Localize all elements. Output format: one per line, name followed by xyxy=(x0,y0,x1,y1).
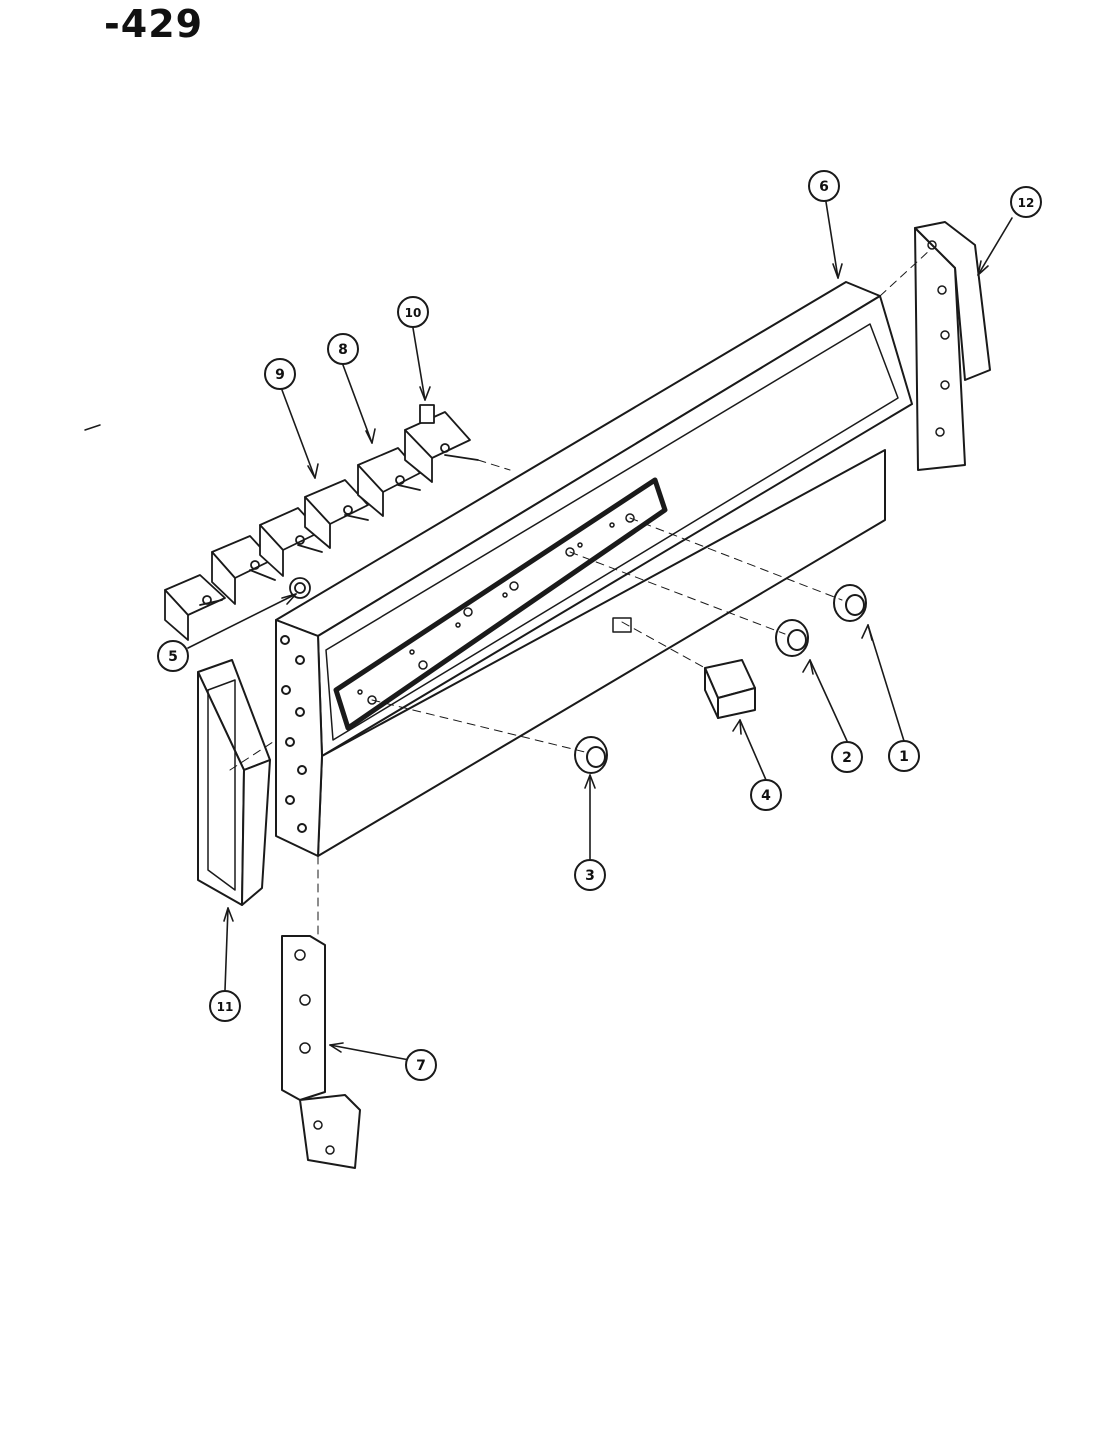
callout-5: 5 xyxy=(157,640,189,672)
svg-text:1: 1 xyxy=(899,749,909,765)
svg-text:12: 12 xyxy=(1018,196,1035,210)
switch-4 xyxy=(304,479,369,549)
svg-text:10: 10 xyxy=(405,306,422,320)
knob-3 xyxy=(574,736,608,774)
svg-text:6: 6 xyxy=(819,179,829,195)
callout-7: 7 xyxy=(405,1049,437,1081)
rocker-switch xyxy=(704,659,756,719)
end-cap-right xyxy=(914,221,991,471)
callout-11: 11 xyxy=(209,990,241,1022)
svg-text:4: 4 xyxy=(761,788,771,804)
knob-1 xyxy=(833,584,867,622)
control-panel xyxy=(275,281,913,857)
switch-10 xyxy=(404,404,479,483)
svg-text:2: 2 xyxy=(842,750,852,766)
callout-6: 6 xyxy=(808,170,840,202)
svg-text:8: 8 xyxy=(338,342,348,358)
callout-1: 1 xyxy=(888,740,920,772)
svg-text:9: 9 xyxy=(275,367,285,383)
callout-10: 10 xyxy=(397,296,429,328)
knob-2 xyxy=(775,619,809,657)
svg-text:3: 3 xyxy=(585,868,595,884)
callout-12: 12 xyxy=(1010,186,1042,218)
callout-9: 9 xyxy=(264,358,296,390)
page-title: -429 xyxy=(104,2,204,46)
svg-text:5: 5 xyxy=(168,649,178,665)
callout-2: 2 xyxy=(831,741,863,773)
end-cap-left xyxy=(197,659,271,906)
svg-text:7: 7 xyxy=(416,1058,426,1074)
mounting-bracket xyxy=(281,935,361,1169)
nut xyxy=(289,577,311,599)
switch-1 xyxy=(164,574,226,641)
switch-2 xyxy=(211,535,276,605)
callout-8: 8 xyxy=(327,333,359,365)
callout-4: 4 xyxy=(750,779,782,811)
infinite-switches xyxy=(164,404,479,641)
callout-3: 3 xyxy=(574,859,606,891)
svg-text:11: 11 xyxy=(217,1000,234,1014)
